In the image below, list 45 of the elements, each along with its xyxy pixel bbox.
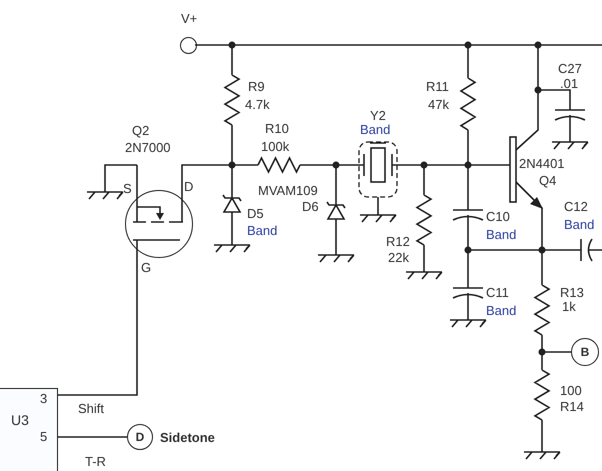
signal-label: Shift bbox=[78, 402, 104, 416]
part-label: C10 bbox=[486, 210, 510, 224]
part-label: Q4 bbox=[539, 174, 556, 188]
part-label: 3 bbox=[40, 392, 48, 406]
part-label: R10 bbox=[265, 122, 289, 136]
part-label: Q2 bbox=[132, 124, 150, 138]
part-label: D5 bbox=[247, 207, 264, 221]
band-note: Band bbox=[564, 218, 594, 232]
part-label: C12 bbox=[564, 200, 588, 214]
part-label: G bbox=[141, 261, 152, 275]
part-label: 4.7k bbox=[245, 98, 270, 112]
band-note: Band bbox=[486, 304, 516, 318]
terminal-circle: B bbox=[571, 338, 599, 366]
part-label: 5 bbox=[40, 430, 48, 444]
band-note: Band bbox=[247, 224, 278, 238]
part-label: C27 bbox=[558, 62, 582, 76]
part-label: 2N7000 bbox=[125, 141, 171, 155]
part-label: R12 bbox=[386, 235, 410, 249]
part-label: 22k bbox=[388, 251, 409, 265]
part-label: 2N4401 bbox=[519, 157, 565, 171]
part-label: MVAM109 bbox=[258, 184, 318, 198]
part-label: .01 bbox=[560, 77, 578, 91]
part-label: U3 bbox=[11, 413, 29, 427]
wire bbox=[58, 250, 138, 396]
wire bbox=[58, 436, 127, 438]
part-label: R13 bbox=[560, 286, 584, 300]
terminal-circle: D bbox=[127, 424, 153, 450]
supply-label: V+ bbox=[181, 12, 198, 26]
signal-label: Sidetone bbox=[160, 431, 215, 445]
part-label: R14 bbox=[560, 400, 584, 414]
part-label: D6 bbox=[302, 200, 319, 214]
part-label: 1k bbox=[562, 300, 576, 314]
part-label: R9 bbox=[248, 80, 265, 94]
band-note: Band bbox=[486, 228, 516, 242]
part-label: S bbox=[123, 182, 132, 196]
part-label: D bbox=[184, 180, 194, 194]
part-label: R11 bbox=[426, 80, 449, 94]
part-label: Y2 bbox=[370, 109, 386, 123]
part-label: 100k bbox=[261, 140, 290, 154]
part-label: T-R bbox=[85, 455, 106, 469]
part-label: 100 bbox=[560, 384, 582, 398]
ic-block bbox=[0, 388, 58, 471]
band-note: Band bbox=[360, 123, 390, 137]
part-label: 47k bbox=[428, 98, 449, 112]
part-label: C11 bbox=[486, 286, 509, 300]
